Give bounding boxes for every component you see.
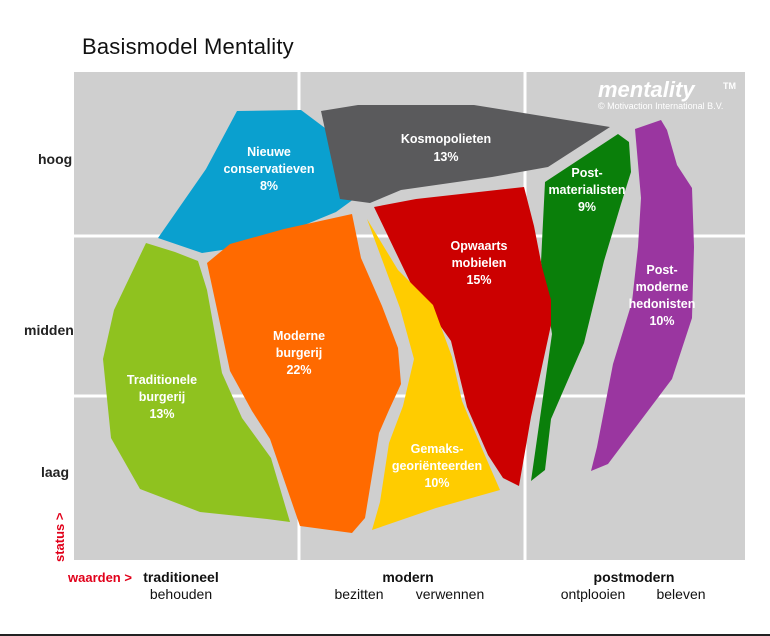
segment-moderne-burgerij [207, 214, 401, 533]
segment-traditionele-burgerij [103, 243, 290, 522]
svg-text:conservatieven: conservatieven [223, 162, 314, 176]
column-head-traditioneel: traditioneel [143, 569, 218, 585]
segment-nieuwe-conservatieven [158, 110, 358, 253]
segment-gemaksgeorienteerden [367, 219, 500, 530]
svg-text:materialisten: materialisten [548, 183, 625, 197]
label-traditionele-burgerij: Traditionele burgerij 13% [127, 373, 197, 421]
column-sub-bezitten: bezitten [334, 586, 383, 602]
svg-text:mobielen: mobielen [452, 256, 507, 270]
svg-text:georiënteerden: georiënteerden [392, 459, 482, 473]
svg-text:Moderne: Moderne [273, 329, 325, 343]
label-post-materialisten: Post- materialisten 9% [548, 166, 625, 214]
svg-text:9%: 9% [578, 200, 596, 214]
svg-text:hedonisten: hedonisten [629, 297, 696, 311]
svg-text:13%: 13% [149, 407, 174, 421]
svg-text:burgerij: burgerij [276, 346, 323, 360]
svg-text:Kosmopolieten: Kosmopolieten [401, 132, 491, 146]
column-head-postmodern: postmodern [594, 569, 675, 585]
svg-text:mentality: mentality [598, 77, 696, 102]
svg-text:Nieuwe: Nieuwe [247, 145, 291, 159]
column-sub-behouden: behouden [150, 586, 212, 602]
svg-text:Opwaarts: Opwaarts [451, 239, 508, 253]
svg-text:10%: 10% [424, 476, 449, 490]
svg-text:Traditionele: Traditionele [127, 373, 197, 387]
svg-text:Post-: Post- [646, 263, 677, 277]
column-sub-ontplooien: ontplooien [561, 586, 626, 602]
svg-text:TM: TM [723, 81, 736, 91]
column-head-modern: modern [382, 569, 433, 585]
column-sub-beleven: beleven [656, 586, 705, 602]
svg-text:Gemaks-: Gemaks- [411, 442, 464, 456]
column-sub-verwennen: verwennen [416, 586, 485, 602]
label-nieuwe-conservatieven: Nieuwe conservatieven 8% [223, 145, 314, 193]
svg-text:moderne: moderne [636, 280, 689, 294]
segment-opwaarts-mobielen [374, 187, 551, 486]
svg-text:Post-: Post- [571, 166, 602, 180]
segment-postmoderne-hedonisten [591, 120, 694, 471]
label-postmoderne-hedonisten: Post- moderne hedonisten 10% [629, 263, 696, 328]
row-label-hoog: hoog [38, 151, 72, 167]
label-moderne-burgerij: Moderne burgerij 22% [273, 329, 325, 377]
segment-kosmopolieten [321, 105, 610, 203]
svg-text:8%: 8% [260, 179, 278, 193]
chart-title: Basismodel Mentality [82, 34, 294, 59]
svg-text:10%: 10% [649, 314, 674, 328]
svg-text:13%: 13% [433, 150, 458, 164]
segment-post-materialisten [531, 134, 631, 481]
svg-text:15%: 15% [466, 273, 491, 287]
svg-text:© Motivaction International B.: © Motivaction International B.V. [598, 101, 723, 111]
label-opwaarts-mobielen: Opwaarts mobielen 15% [451, 239, 508, 287]
values-axis-label: waarden > [67, 570, 132, 585]
svg-text:burgerij: burgerij [139, 390, 186, 404]
row-label-midden: midden [24, 322, 74, 338]
label-gemaksgeorienteerden: Gemaks- georiënteerden 10% [392, 442, 482, 490]
label-kosmopolieten: Kosmopolieten 13% [401, 132, 491, 164]
mentality-logo: mentality TM © Motivaction International… [598, 77, 736, 111]
bottom-rule [0, 634, 770, 636]
svg-text:22%: 22% [286, 363, 311, 377]
row-label-laag: laag [41, 464, 69, 480]
status-axis-label: status > [52, 512, 67, 562]
